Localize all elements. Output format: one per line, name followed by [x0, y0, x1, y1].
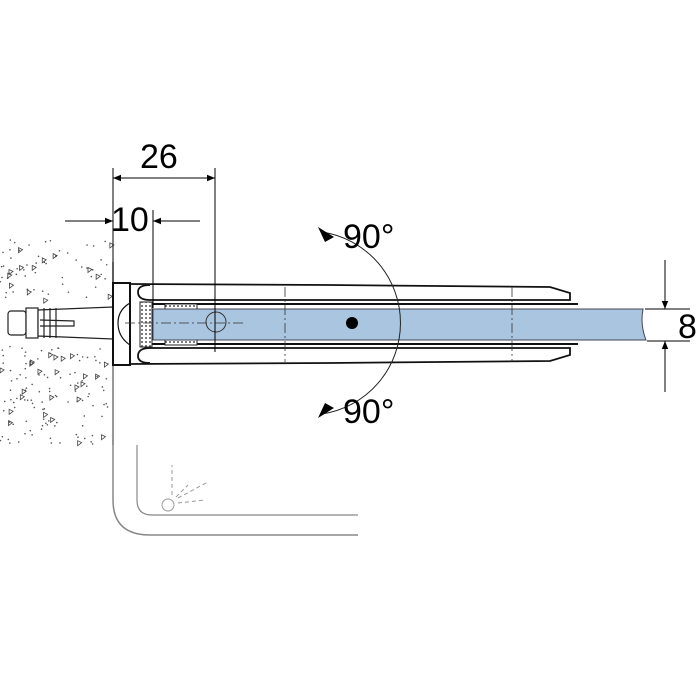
label-90-down: 90° [343, 393, 394, 431]
dimension-26 [112, 168, 216, 352]
arrow-down-icon [318, 403, 334, 418]
clamp-body [112, 282, 578, 366]
shower-tray-inner [136, 445, 358, 516]
pivot-point [346, 317, 358, 329]
glass-panel [152, 308, 647, 341]
screw-hole [205, 311, 227, 333]
dimension-8 [645, 260, 690, 392]
center-lines [125, 287, 513, 362]
gasket-end [139, 301, 153, 348]
shower-tray-outline [112, 440, 358, 536]
label-8: 8 [678, 308, 697, 346]
label-10: 10 [111, 201, 149, 239]
gasket-bottom [164, 339, 198, 346]
drain-icon [161, 465, 209, 512]
concrete-wall [0, 239, 115, 447]
label-26: 26 [140, 138, 178, 176]
gasket-top [164, 303, 198, 310]
label-90-up: 90° [343, 218, 394, 256]
dimension-10 [65, 210, 200, 308]
arrow-up-icon [318, 227, 334, 242]
wall-anchor [7, 306, 114, 340]
rotation-arc [321, 231, 401, 415]
